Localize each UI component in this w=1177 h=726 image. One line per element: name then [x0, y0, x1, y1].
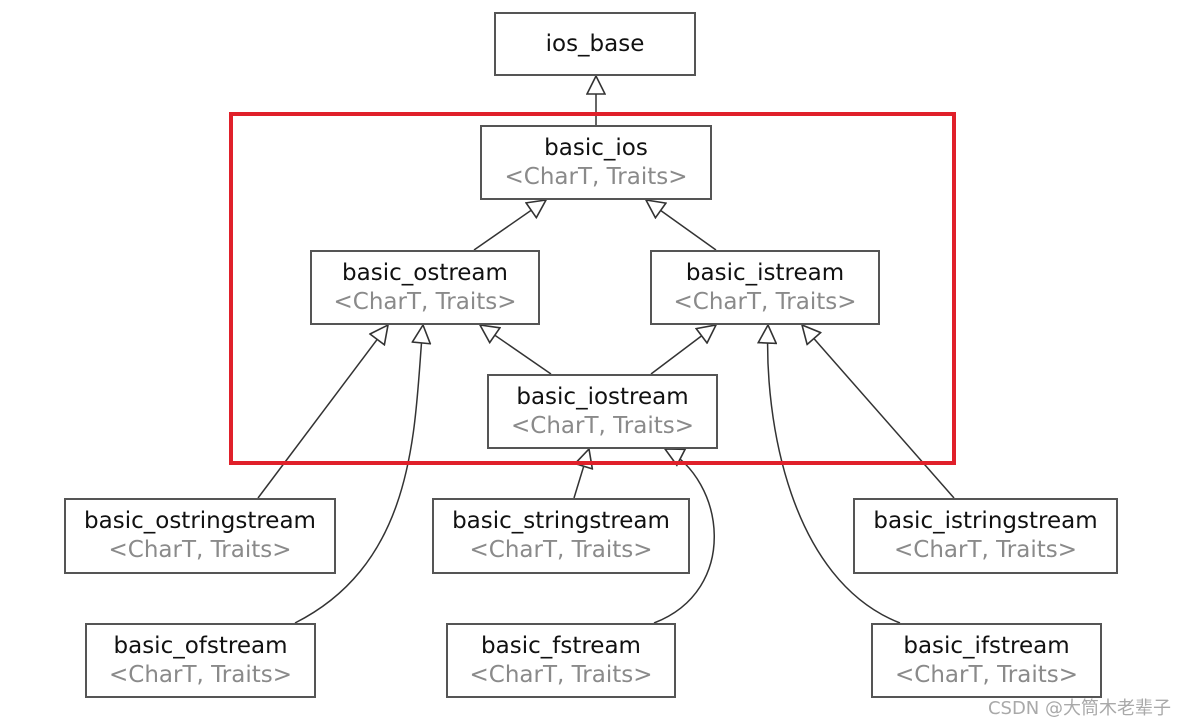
template-params: <CharT, Traits> — [469, 537, 653, 563]
template-params: <CharT, Traits> — [333, 288, 517, 315]
class-box-basic-ifstream: basic_ifstream <CharT, Traits> — [871, 623, 1102, 698]
class-box-ios-base: ios_base — [494, 12, 696, 76]
edge-basic_istream-to-basic_ios — [646, 200, 717, 251]
template-params: <CharT, Traits> — [673, 288, 857, 315]
edge-basic_ifstream-to-basic_istream — [768, 325, 901, 624]
edge-basic_iostream-to-basic_ostream — [480, 325, 552, 375]
template-params: <CharT, Traits> — [894, 661, 1078, 688]
class-box-basic-stringstream: basic_stringstream <CharT, Traits> — [432, 498, 690, 574]
template-params: <CharT, Traits> — [108, 537, 292, 563]
class-box-basic-ios: basic_ios <CharT, Traits> — [480, 125, 712, 200]
edge-basic_ostream-to-basic_ios — [473, 200, 546, 251]
class-name: basic_ios — [544, 134, 648, 161]
edge-basic_istringstream-to-basic_istream — [802, 325, 955, 499]
class-box-basic-istream: basic_istream <CharT, Traits> — [650, 250, 880, 325]
class-name: basic_iostream — [516, 383, 689, 410]
class-name: basic_stringstream — [452, 508, 670, 534]
class-box-basic-ostringstream: basic_ostringstream <CharT, Traits> — [64, 498, 336, 574]
class-name: basic_ofstream — [113, 632, 288, 659]
class-name: basic_istringstream — [873, 508, 1098, 534]
edge-basic_ostringstream-to-basic_ostream — [257, 325, 388, 499]
template-params: <CharT, Traits> — [469, 661, 653, 688]
class-name: basic_ostream — [342, 259, 508, 286]
template-params: <CharT, Traits> — [510, 412, 694, 439]
class-name: basic_ifstream — [903, 632, 1070, 659]
class-name: basic_fstream — [481, 632, 641, 659]
class-box-basic-ostream: basic_ostream <CharT, Traits> — [310, 250, 540, 325]
edge-basic_iostream-to-basic_istream — [650, 325, 716, 375]
template-params: <CharT, Traits> — [504, 163, 688, 190]
class-box-basic-istringstream: basic_istringstream <CharT, Traits> — [853, 498, 1118, 574]
class-name: basic_istream — [685, 259, 845, 286]
class-name: basic_ostringstream — [84, 508, 316, 534]
watermark: CSDN @大筒木老辈子 — [987, 698, 1171, 719]
class-box-basic-iostream: basic_iostream <CharT, Traits> — [487, 374, 718, 449]
template-params: <CharT, Traits> — [893, 537, 1077, 563]
edge-basic_stringstream-to-basic_iostream — [573, 449, 589, 499]
class-box-basic-ofstream: basic_ofstream <CharT, Traits> — [85, 623, 316, 698]
edge-basic_ofstream-to-basic_ostream — [294, 325, 423, 624]
class-box-basic-fstream: basic_fstream <CharT, Traits> — [446, 623, 676, 698]
template-params: <CharT, Traits> — [108, 661, 292, 688]
class-name: ios_base — [545, 30, 645, 57]
